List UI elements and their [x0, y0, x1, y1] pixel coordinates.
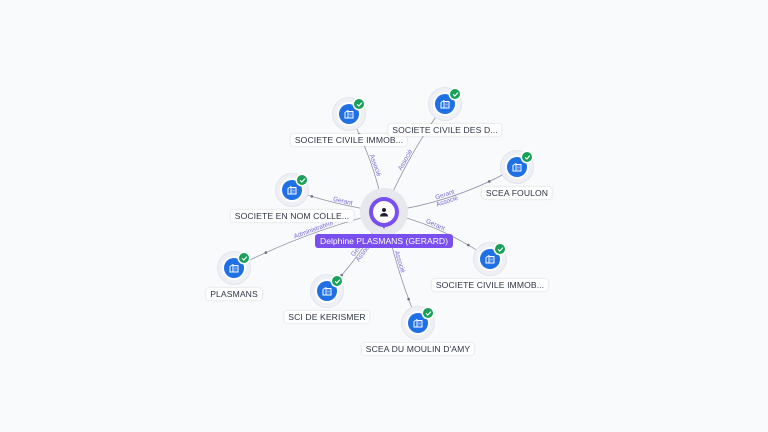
check-icon — [239, 253, 249, 263]
person-pin[interactable] — [369, 197, 399, 229]
relation-label: Associé — [393, 250, 406, 274]
company-label[interactable]: SCEA FOULON — [481, 187, 553, 199]
edge-arrow — [466, 243, 470, 247]
building-icon[interactable] — [435, 94, 455, 114]
building-icon[interactable] — [317, 281, 337, 301]
person-icon — [373, 201, 395, 223]
company-label[interactable]: SOCIETE EN NOM COLLE... — [230, 210, 354, 222]
relation-label: Associé — [368, 154, 382, 178]
building-icon[interactable] — [282, 180, 302, 200]
check-icon — [522, 152, 532, 162]
company-label[interactable]: SOCIETE CIVILE IMMOB... — [431, 279, 549, 291]
company-label[interactable]: SOCIETE CIVILE DES D... — [388, 124, 502, 136]
check-icon — [332, 276, 342, 286]
check-icon — [450, 89, 460, 99]
edge-arrow — [340, 273, 344, 277]
person-label[interactable]: Delphine PLASMANS (GERARD) — [315, 234, 453, 248]
check-icon — [354, 99, 364, 109]
relation-label: GerantAssocié — [433, 188, 459, 209]
company-label[interactable]: SCI DE KERISMER — [284, 311, 370, 323]
company-label[interactable]: SOCIETE CIVILE IMMOB... — [290, 134, 408, 146]
building-icon[interactable] — [480, 249, 500, 269]
edge-arrow — [310, 195, 314, 198]
relation-label: Gerant — [332, 196, 353, 207]
edge-arrow — [264, 251, 268, 254]
relation-label: Gerant — [425, 218, 446, 233]
building-icon[interactable] — [224, 258, 244, 278]
check-icon — [423, 308, 433, 318]
check-icon — [495, 244, 505, 254]
building-icon[interactable] — [408, 313, 428, 333]
building-icon[interactable] — [339, 104, 359, 124]
edge-arrow — [407, 297, 410, 301]
building-icon[interactable] — [507, 157, 527, 177]
check-icon — [297, 175, 307, 185]
edge-arrow — [487, 180, 491, 183]
company-label[interactable]: PLASMANS — [206, 288, 262, 300]
company-label[interactable]: SCEA DU MOULIN D'AMY — [361, 343, 475, 355]
relation-label: Associé — [397, 148, 414, 172]
